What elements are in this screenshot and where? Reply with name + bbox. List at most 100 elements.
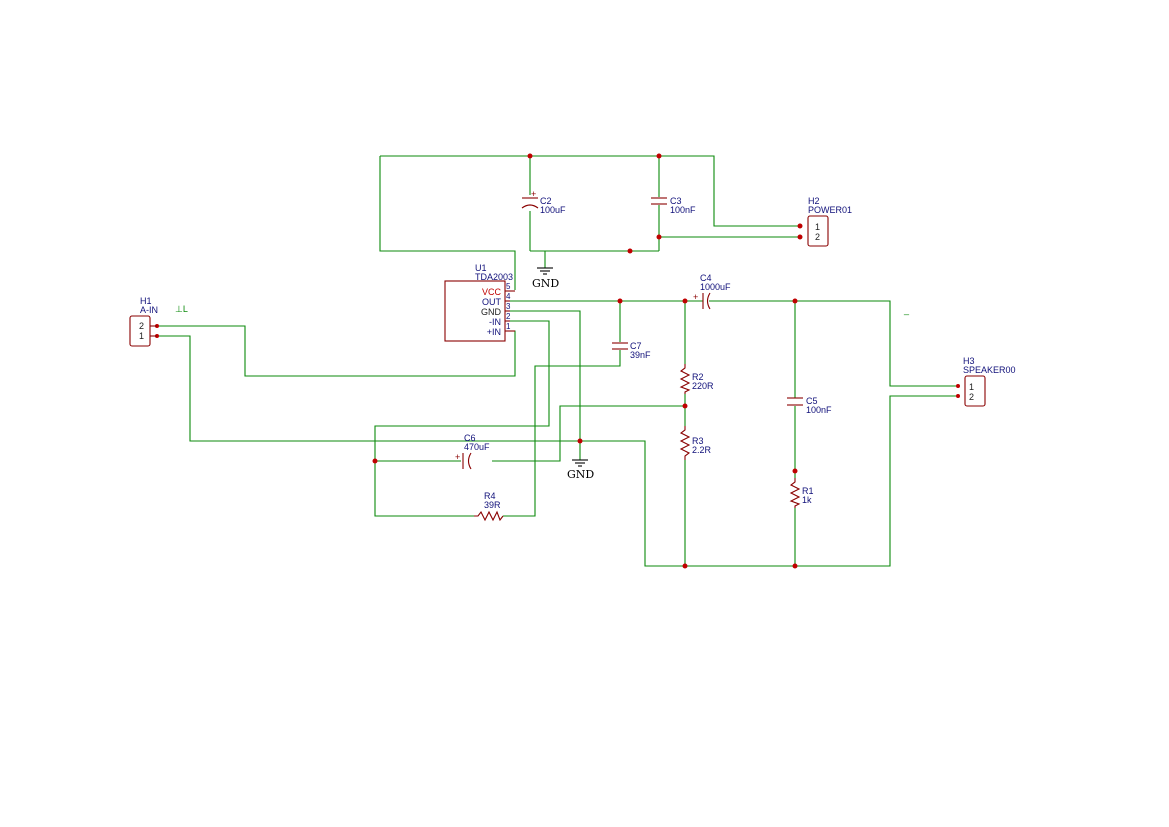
r2-ref: R2: [692, 372, 704, 382]
junction-dot: [617, 298, 623, 304]
r1-zigzag: [789, 478, 801, 508]
junction-dot: [956, 394, 960, 398]
u1-pin5-num: 5: [506, 282, 511, 291]
h2-body: [807, 215, 829, 247]
r4-ref: R4: [484, 491, 496, 501]
c3-value: 100nF: [670, 205, 696, 215]
junction-dot: [792, 298, 798, 304]
h1-ref: H1: [140, 296, 152, 306]
c4-ref: C4: [700, 273, 712, 283]
c6-plus: +: [455, 452, 460, 462]
h2-power-connector[interactable]: 1 2 H2 POWER01: [807, 196, 852, 247]
h2-pin1-num: 1: [815, 222, 820, 232]
u1-value: TDA2003: [475, 272, 513, 282]
h3-value: SPEAKER00: [963, 365, 1016, 375]
c3-capacitor[interactable]: C3 100nF: [651, 196, 696, 215]
h3-body: [964, 375, 986, 407]
r1-resistor[interactable]: R1 1k: [789, 478, 814, 508]
c4-value: 1000uF: [700, 282, 731, 292]
u1-ref: U1: [475, 263, 487, 273]
junction-dot: [797, 234, 803, 240]
c6-plate-right: [467, 452, 472, 470]
h2-ref: H2: [808, 196, 820, 206]
r4-resistor[interactable]: R4 39R: [474, 491, 504, 522]
h1-pin1-num: 1: [139, 331, 144, 341]
u1-pin3-name: GND: [481, 307, 502, 317]
c5-capacitor[interactable]: C5 100nF: [787, 396, 832, 415]
c7-ref: C7: [630, 341, 642, 351]
gnd-label: GND: [567, 468, 594, 481]
h1-pin2-num: 2: [139, 321, 144, 331]
c2-capacitor[interactable]: + C2 100uF: [521, 189, 566, 215]
junction-dot: [656, 234, 662, 240]
junction-dot: [792, 468, 798, 474]
u1-pin2-num: 2: [506, 312, 511, 321]
c6-value: 470uF: [464, 442, 490, 452]
h3-ref: H3: [963, 356, 975, 366]
c4-plate-right: [706, 292, 711, 310]
junction-dot: [577, 438, 583, 444]
r1-value: 1k: [802, 495, 812, 505]
c2-plate-bottom: [521, 204, 539, 209]
u1-pin1-num: 1: [506, 322, 511, 331]
c3-ref: C3: [670, 196, 682, 206]
u1-pin5-name: VCC: [482, 287, 502, 297]
wire-vcc-left: [379, 156, 516, 290]
wire-inminus: [374, 320, 550, 517]
junction-dot: [627, 248, 633, 254]
r2-zigzag: [679, 364, 691, 394]
r3-zigzag: [679, 426, 691, 460]
u1-pin2-name: -IN: [489, 317, 501, 327]
r1-ref: R1: [802, 486, 814, 496]
h2-value: POWER01: [808, 205, 852, 215]
h1-body: [129, 315, 151, 347]
junction-dot: [527, 153, 533, 159]
r3-resistor[interactable]: R3 2.2R: [679, 426, 712, 460]
junction-dot: [372, 458, 378, 464]
wire-inplus: [157, 325, 516, 377]
c7-value: 39nF: [630, 350, 651, 360]
note-mark-2: _: [903, 305, 910, 315]
u1-pin3-num: 3: [506, 302, 511, 311]
u1-amplifier-ic[interactable]: U1 TDA2003 VCC OUT GND -IN +IN 5 4 3 2 1: [444, 263, 515, 342]
junctions: [155, 153, 960, 569]
c4-capacitor[interactable]: + C4 1000uF: [693, 273, 731, 310]
h1-input-connector[interactable]: 2 1 H1 A-IN: [129, 296, 158, 347]
r4-value: 39R: [484, 500, 501, 510]
h3-pin2-num: 2: [969, 392, 974, 402]
junction-dot: [797, 223, 803, 229]
r3-ref: R3: [692, 436, 704, 446]
h3-pin1-num: 1: [969, 382, 974, 392]
junction-dot: [682, 563, 688, 569]
junction-dot: [682, 403, 688, 409]
c5-value: 100nF: [806, 405, 832, 415]
c5-ref: C5: [806, 396, 818, 406]
gnd-symbol-bottom: GND: [567, 459, 594, 481]
c6-ref: C6: [464, 433, 476, 443]
wire-c7-bottom: [503, 350, 621, 517]
c2-value: 100uF: [540, 205, 566, 215]
junction-dot: [656, 153, 662, 159]
h3-speaker-connector[interactable]: 1 2 H3 SPEAKER00: [963, 356, 1016, 407]
r2-resistor[interactable]: R2 220R: [679, 364, 714, 394]
h2-pin2-num: 2: [815, 232, 820, 242]
junction-dot: [792, 563, 798, 569]
wire-r2r3-mid: [492, 405, 685, 462]
wire-spk-return: [157, 335, 958, 567]
u1-pin4-num: 4: [506, 292, 511, 301]
c7-capacitor[interactable]: C7 39nF: [612, 341, 651, 360]
h1-value: A-IN: [140, 305, 158, 315]
wires: [157, 155, 958, 567]
gnd-symbol-top: GND: [532, 267, 559, 290]
c4-plus: +: [693, 292, 698, 302]
u1-pin1-name: +IN: [487, 327, 501, 337]
note-mark-1: ⊥L: [175, 304, 188, 314]
wire-c4-out: [709, 300, 958, 387]
wire-gnd-pin3: [510, 310, 581, 460]
junction-dot: [682, 298, 688, 304]
c2-plus: +: [531, 189, 536, 199]
c2-ref: C2: [540, 196, 552, 206]
r2-value: 220R: [692, 381, 714, 391]
c6-capacitor[interactable]: + C6 470uF: [455, 433, 490, 470]
